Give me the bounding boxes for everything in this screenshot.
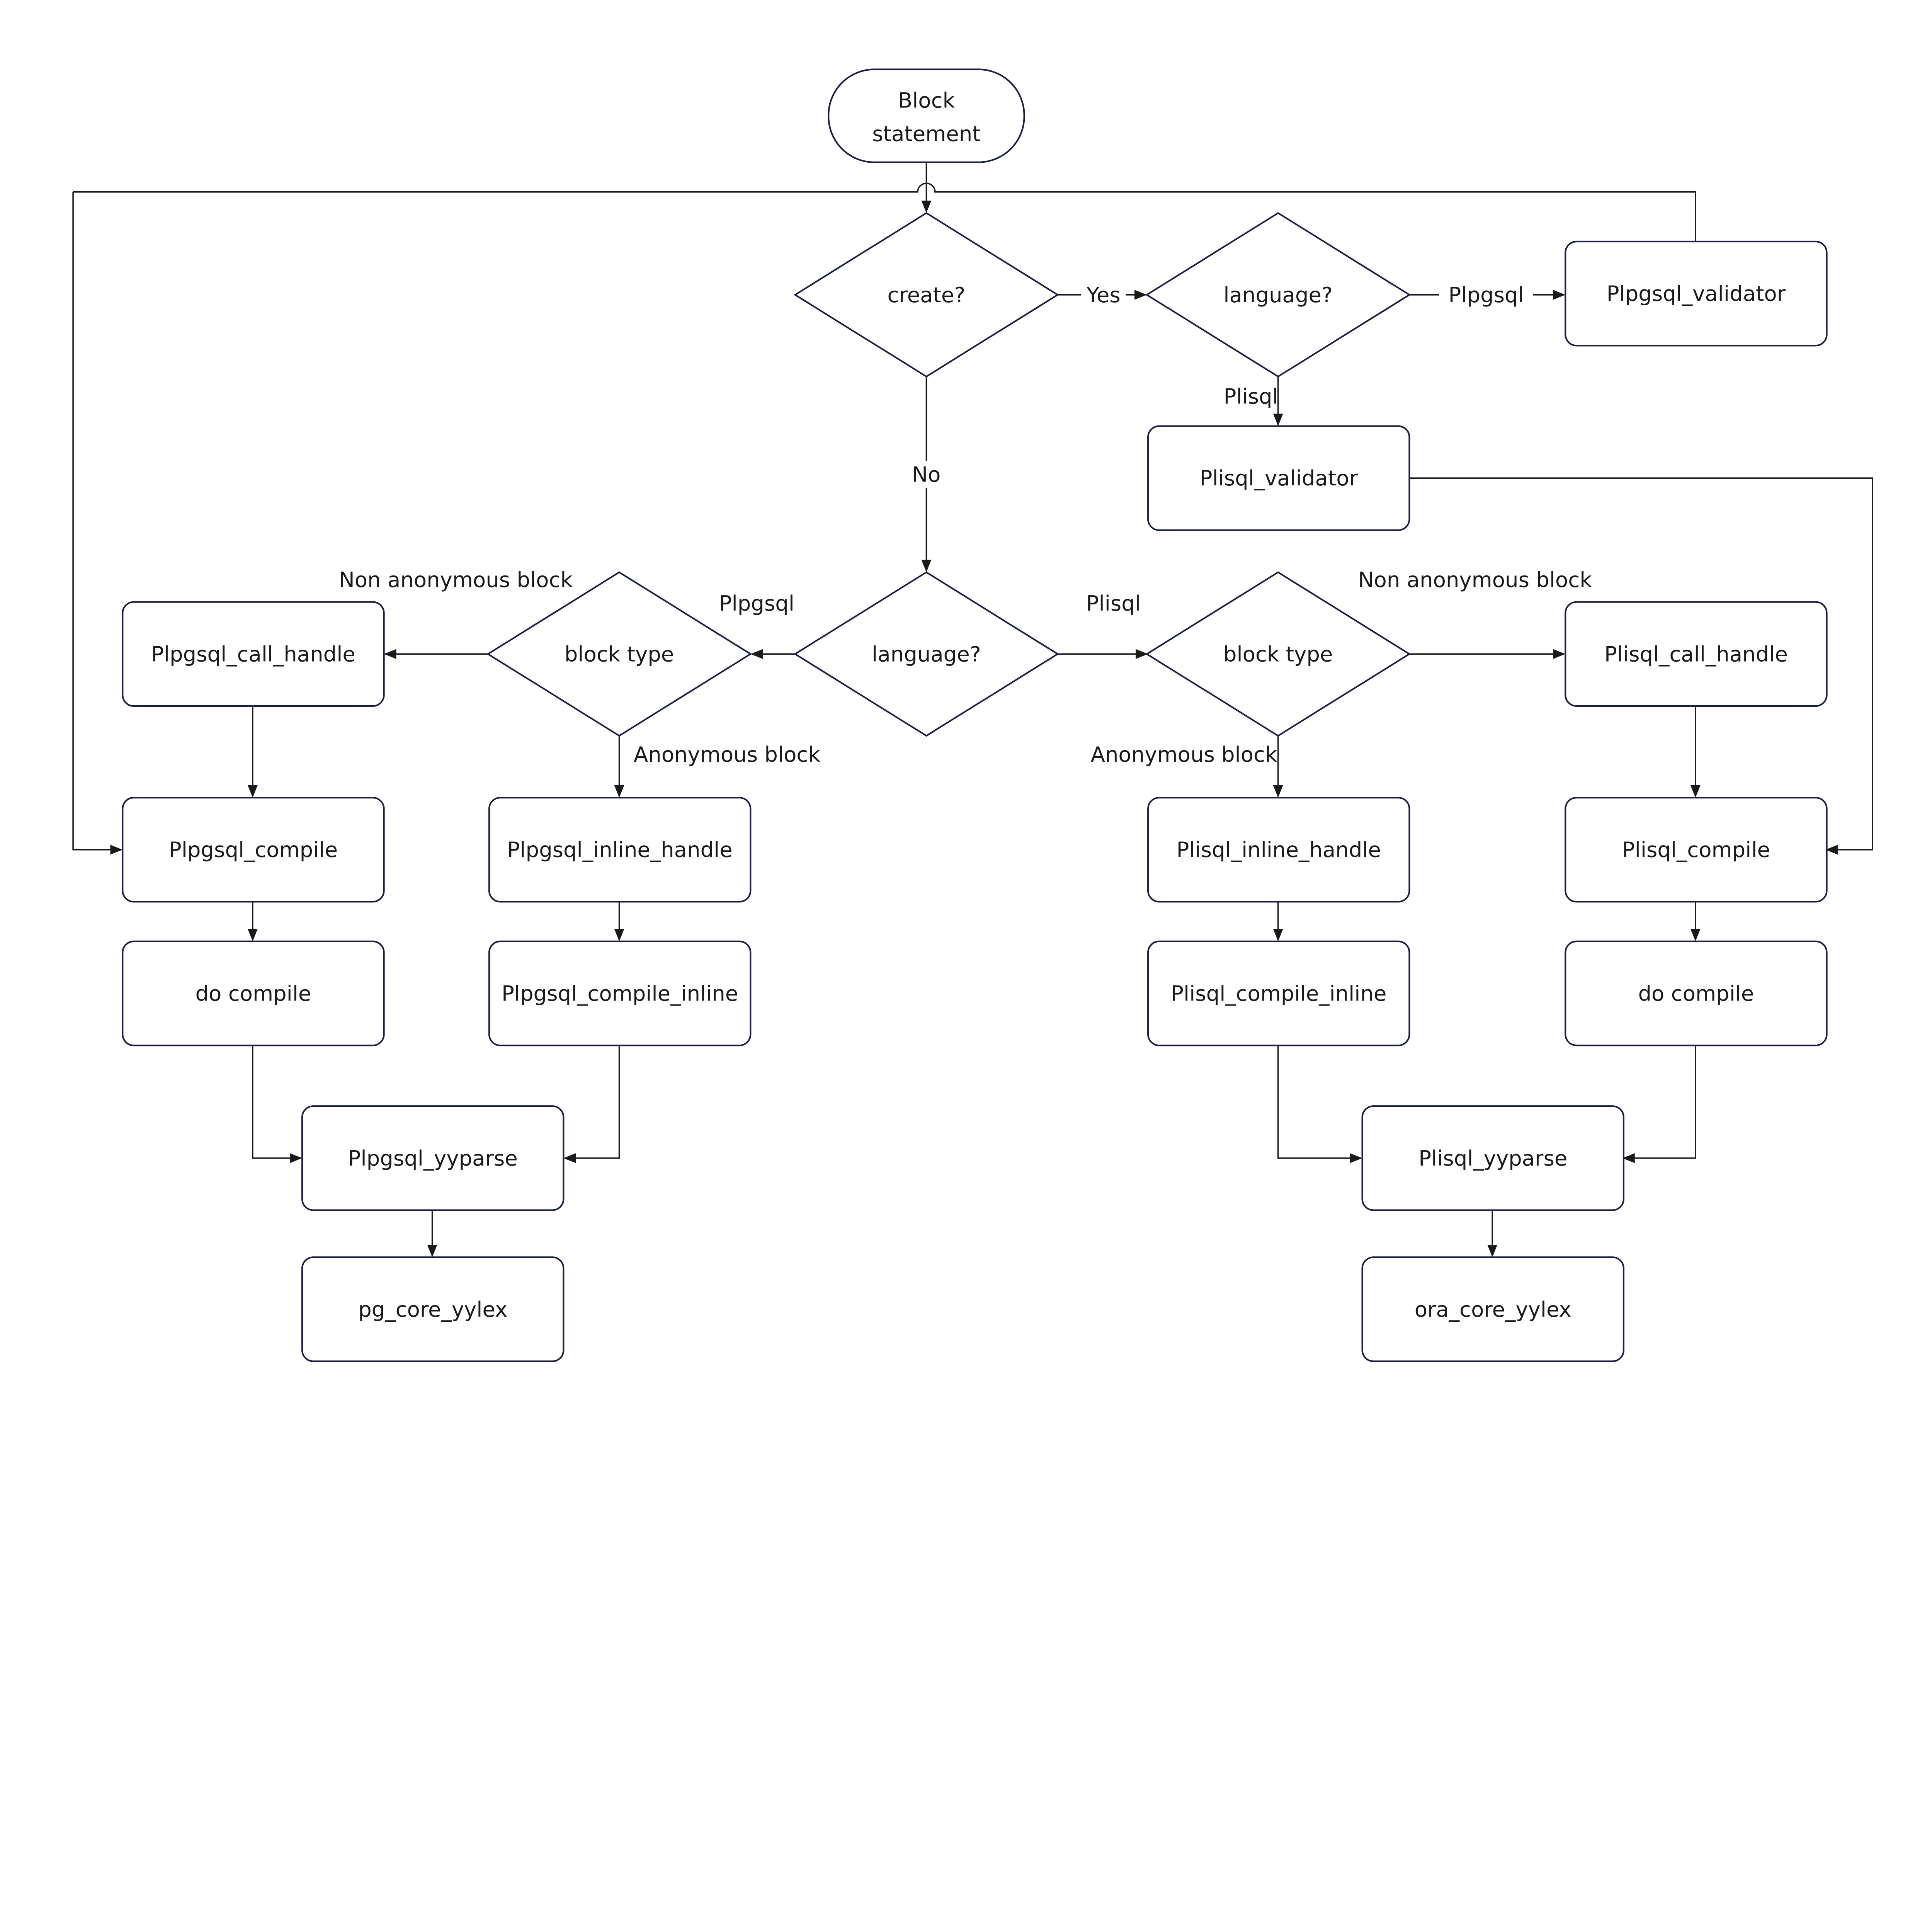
edge-validator-loop <box>73 182 1696 242</box>
node-label: Plpgsql_compile_inline <box>502 981 738 1006</box>
terminal-shape <box>828 68 1025 163</box>
process-box <box>1565 240 1828 347</box>
node-start: Block statement <box>828 68 1025 163</box>
edge-label-no: No <box>912 462 940 487</box>
node-label: do compile <box>1638 981 1754 1006</box>
decision-diamond <box>486 571 752 737</box>
decision-lang-q-top: language? <box>1145 212 1411 378</box>
edge-label-right-non-anonymous: Non anonymous block <box>1358 567 1592 592</box>
node-label: Plpgsql_compile <box>169 837 338 862</box>
shapes-layer: Plpgsql_validatorPlisql_validatorPlpgsql… <box>122 68 1828 1362</box>
node-label: Plisql_compile_inline <box>1171 981 1386 1006</box>
start-label-line1: Block <box>898 88 955 113</box>
process-box <box>1565 797 1828 903</box>
process-box <box>1147 425 1410 531</box>
flowchart: Plpgsql_validatorPlisql_validatorPlpgsql… <box>72 68 1873 1362</box>
node-label: Plpgsql_validator <box>1607 281 1786 306</box>
edges-layer <box>72 162 1873 1258</box>
label-background <box>1081 281 1126 309</box>
decision-diamond <box>793 571 1060 737</box>
process-box <box>1565 601 1828 707</box>
decision-diamond <box>1145 571 1411 737</box>
node-plisql-yyparse: Plisql_yyparse <box>1361 1105 1624 1211</box>
edge-label-left-non-anonymous: Non anonymous block <box>339 567 573 592</box>
label-background <box>1439 281 1533 309</box>
node-plpgsql-compile-inline: Plpgsql_compile_inline <box>488 940 752 1047</box>
node-label: ora_core_yylex <box>1415 1297 1571 1322</box>
decision-label: language? <box>872 642 981 666</box>
edge-loop-to-plpgsql-compile <box>72 192 123 855</box>
node-plpgsql-call-handle: Plpgsql_call_handle <box>122 601 385 707</box>
edge-compile-inline-to-plpgsql-yyparse <box>563 1045 620 1163</box>
edge-label-mid-plpgsql: Plpgsql <box>719 591 794 616</box>
process-box <box>488 940 752 1047</box>
decision-create-q: create? <box>793 212 1060 378</box>
node-plisql-call-handle: Plisql_call_handle <box>1565 601 1828 707</box>
edge-do-compile-to-plpgsql-yyparse <box>252 1045 303 1163</box>
process-box <box>1147 797 1410 903</box>
process-box <box>122 797 385 903</box>
decision-label: language? <box>1223 283 1333 307</box>
decision-label: block type <box>565 642 674 666</box>
process-box <box>1361 1105 1624 1211</box>
node-plpgsql-compile: Plpgsql_compile <box>122 797 385 903</box>
node-plisql-compile: Plisql_compile <box>1565 797 1828 903</box>
decision-diamond <box>1145 212 1411 378</box>
node-label: Plpgsql_yyparse <box>348 1146 518 1171</box>
label-background <box>910 461 943 488</box>
process-box <box>1565 940 1828 1047</box>
decision-label: create? <box>888 283 966 307</box>
node-plisql-compile-inline: Plisql_compile_inline <box>1147 940 1410 1047</box>
start-label-line2: statement <box>872 121 980 146</box>
node-pg-core-yylex: pg_core_yylex <box>301 1256 565 1362</box>
process-box <box>488 797 752 903</box>
edge-label-top-plisql: Plisql <box>1224 384 1278 409</box>
decision-lang-q-mid: language? <box>793 571 1060 737</box>
edge-label-mid-plisql: Plisql <box>1086 591 1141 616</box>
node-label: Plisql_validator <box>1200 466 1358 490</box>
process-box <box>1147 940 1410 1047</box>
node-plpgsql-inline-handle: Plpgsql_inline_handle <box>488 797 752 903</box>
node-ora-core-yylex: ora_core_yylex <box>1361 1256 1624 1362</box>
decision-block-type-right: block type <box>1145 571 1411 737</box>
process-box <box>301 1105 565 1211</box>
process-box <box>1361 1256 1624 1362</box>
node-plpgsql-yyparse: Plpgsql_yyparse <box>301 1105 565 1211</box>
node-label: Plisql_inline_handle <box>1177 837 1381 862</box>
decision-diamond <box>793 212 1060 378</box>
node-plisql-inline-handle: Plisql_inline_handle <box>1147 797 1410 903</box>
edge-do-compile-to-plisql-yyparse <box>1622 1045 1696 1163</box>
node-plisql-validator: Plisql_validator <box>1147 425 1410 531</box>
node-label: Plisql_call_handle <box>1604 642 1788 666</box>
process-box <box>122 940 385 1047</box>
node-label: Plpgsql_call_handle <box>151 642 355 666</box>
node-label: Plpgsql_inline_handle <box>507 837 733 862</box>
edge-label-left-anonymous: Anonymous block <box>634 742 820 767</box>
node-do-compile-right: do compile <box>1565 940 1828 1047</box>
edge-label-yes: Yes <box>1086 283 1121 307</box>
node-do-compile-left: do compile <box>122 940 385 1047</box>
node-label: do compile <box>195 981 311 1006</box>
process-box <box>122 601 385 707</box>
node-label: Plisql_yyparse <box>1418 1146 1567 1171</box>
edge-label-right-anonymous: Anonymous block <box>1091 742 1277 767</box>
decision-label: block type <box>1223 642 1333 666</box>
edge-plisql-validator-to-compile <box>1409 477 1873 855</box>
node-label: pg_core_yylex <box>358 1297 507 1322</box>
edge-label-top-plpgsql: Plpgsql <box>1449 283 1524 307</box>
edge-compile-inline-to-plisql-yyparse <box>1277 1045 1362 1163</box>
node-plpgsql-validator: Plpgsql_validator <box>1565 240 1828 347</box>
process-box <box>301 1256 565 1362</box>
node-label: Plisql_compile <box>1622 837 1770 862</box>
decision-block-type-left: block type <box>486 571 752 737</box>
